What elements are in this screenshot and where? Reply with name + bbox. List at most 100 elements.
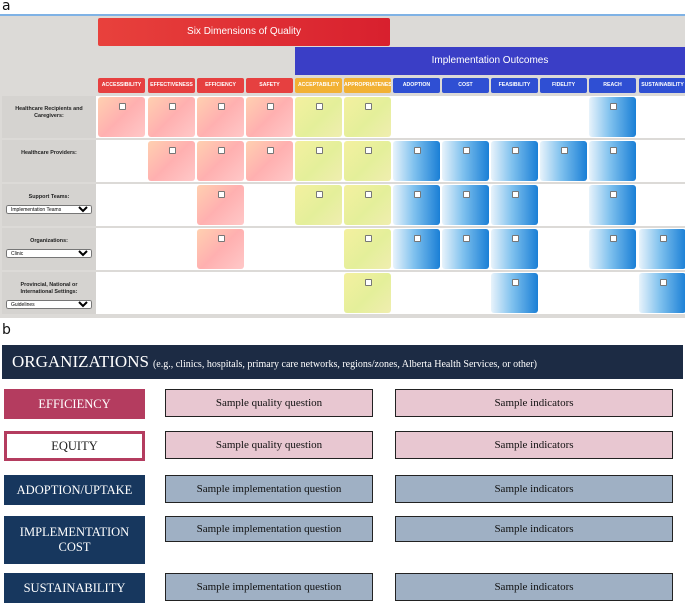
checkbox[interactable] [364, 103, 372, 110]
checkbox[interactable] [511, 191, 519, 198]
grid-cell-efficiency [197, 97, 244, 137]
grid-cell-reach [589, 229, 636, 269]
organizations-banner: ORGANIZATIONS (e.g., clinics, hospitals,… [2, 345, 683, 379]
sample-indicators: Sample indicators [395, 431, 673, 459]
grid-cell-effectiveness [148, 97, 195, 137]
checkbox[interactable] [315, 191, 323, 198]
sample-question: Sample quality question [165, 431, 373, 459]
column-header-safety: SAFETY [246, 78, 293, 93]
grid-cell-efficiency [197, 141, 244, 181]
checkbox[interactable] [609, 235, 617, 242]
grid-cell-adoption [393, 141, 440, 181]
sample-question: Sample implementation question [165, 475, 373, 503]
outcome-label-implementation-cost: IMPLEMENTATION COST [4, 516, 145, 564]
row-filter-select[interactable]: Implementation Teams [6, 205, 92, 215]
row-label-box: Organizations: Clinic [2, 228, 96, 270]
grid-cell-sustainability [639, 229, 685, 269]
checkbox[interactable] [609, 191, 617, 198]
row-label-box: Healthcare Recipients and Caregivers: [2, 96, 96, 138]
sample-indicators: Sample indicators [395, 475, 673, 503]
outcome-label-equity: EQUITY [4, 431, 145, 461]
checkbox[interactable] [413, 147, 421, 154]
outcome-label-adoption-uptake: ADOPTION/UPTAKE [4, 475, 145, 505]
checkbox[interactable] [266, 103, 274, 110]
sample-question: Sample implementation question [165, 573, 373, 601]
grid-cell-appropriateness [344, 185, 391, 225]
column-header-efficiency: EFFICIENCY [197, 78, 244, 93]
checkbox[interactable] [511, 279, 519, 286]
grid-cell-effectiveness [148, 141, 195, 181]
row-label: Support Teams: [28, 194, 70, 200]
checkbox[interactable] [118, 103, 126, 110]
checkbox[interactable] [364, 235, 372, 242]
column-header-cost: COST [442, 78, 489, 93]
grid-cell-reach [589, 185, 636, 225]
checkbox[interactable] [364, 279, 372, 286]
checkbox[interactable] [609, 147, 617, 154]
panel-a-label: a [2, 0, 11, 14]
row-label: Healthcare Recipients and Caregivers: [15, 106, 83, 120]
row-label-box: Support Teams: Implementation Teams [2, 184, 96, 226]
grid-cell-feasibility [491, 273, 538, 313]
grid-cell-appropriateness [344, 141, 391, 181]
checkbox[interactable] [462, 147, 470, 154]
grid-cell-safety [246, 97, 293, 137]
column-header-sustainability: SUSTAINABILITY [639, 78, 685, 93]
checkbox[interactable] [609, 103, 617, 110]
grid-cell-efficiency [197, 185, 244, 225]
panel-b-label: b [2, 322, 11, 338]
checkbox[interactable] [315, 103, 323, 110]
checkbox[interactable] [168, 147, 176, 154]
grid-cell-appropriateness [344, 273, 391, 313]
grid-cell-feasibility [491, 185, 538, 225]
checkbox[interactable] [168, 103, 176, 110]
checkbox[interactable] [413, 235, 421, 242]
column-header-acceptability: ACCEPTABILITY [295, 78, 342, 93]
grid-cell-reach [589, 97, 636, 137]
grid-cell-acceptability [295, 185, 342, 225]
checkbox[interactable] [266, 147, 274, 154]
grid-cell-accessibility [98, 97, 145, 137]
column-header-adoption: ADOPTION [393, 78, 440, 93]
row-filter-select[interactable]: Guidelines [6, 300, 92, 310]
checkbox[interactable] [217, 147, 225, 154]
grid-cell-reach [589, 141, 636, 181]
sample-question: Sample implementation question [165, 516, 373, 542]
outcome-label-sustainability: SUSTAINABILITY [4, 573, 145, 603]
row-label: Organizations: [30, 238, 68, 244]
checkbox[interactable] [315, 147, 323, 154]
sample-indicators: Sample indicators [395, 389, 673, 417]
checkbox[interactable] [364, 147, 372, 154]
column-header-feasibility: FEASIBILITY [491, 78, 538, 93]
grid-cell-acceptability [295, 97, 342, 137]
column-header-reach: REACH [589, 78, 636, 93]
organizations-table: ORGANIZATIONS (e.g., clinics, hospitals,… [0, 345, 685, 605]
row-label: Healthcare Providers: [21, 150, 77, 156]
grid-cell-adoption [393, 185, 440, 225]
grid-cell-safety [246, 141, 293, 181]
checkbox[interactable] [511, 147, 519, 154]
checkbox[interactable] [217, 191, 225, 198]
checkbox[interactable] [462, 191, 470, 198]
banner-title: ORGANIZATIONS [12, 352, 149, 371]
checkbox[interactable] [217, 235, 225, 242]
sample-indicators: Sample indicators [395, 573, 673, 601]
checkbox[interactable] [217, 103, 225, 110]
grid-cell-feasibility [491, 141, 538, 181]
implementation-outcomes-header: Implementation Outcomes [295, 47, 685, 75]
row-filter-select[interactable]: Clinic [6, 249, 92, 259]
checkbox[interactable] [462, 235, 470, 242]
banner-subtitle: (e.g., clinics, hospitals, primary care … [152, 359, 538, 370]
checkbox[interactable] [659, 279, 667, 286]
checkbox[interactable] [364, 191, 372, 198]
grid-cell-fidelity [540, 141, 587, 181]
checkbox[interactable] [659, 235, 667, 242]
quality-implementation-grid: Six Dimensions of Quality Implementation… [0, 14, 685, 318]
checkbox[interactable] [560, 147, 568, 154]
checkbox[interactable] [413, 191, 421, 198]
grid-cell-adoption [393, 229, 440, 269]
checkbox[interactable] [511, 235, 519, 242]
row-label: Provincial, National or International Se… [20, 282, 78, 296]
grid-cell-feasibility [491, 229, 538, 269]
grid-cell-cost [442, 185, 489, 225]
